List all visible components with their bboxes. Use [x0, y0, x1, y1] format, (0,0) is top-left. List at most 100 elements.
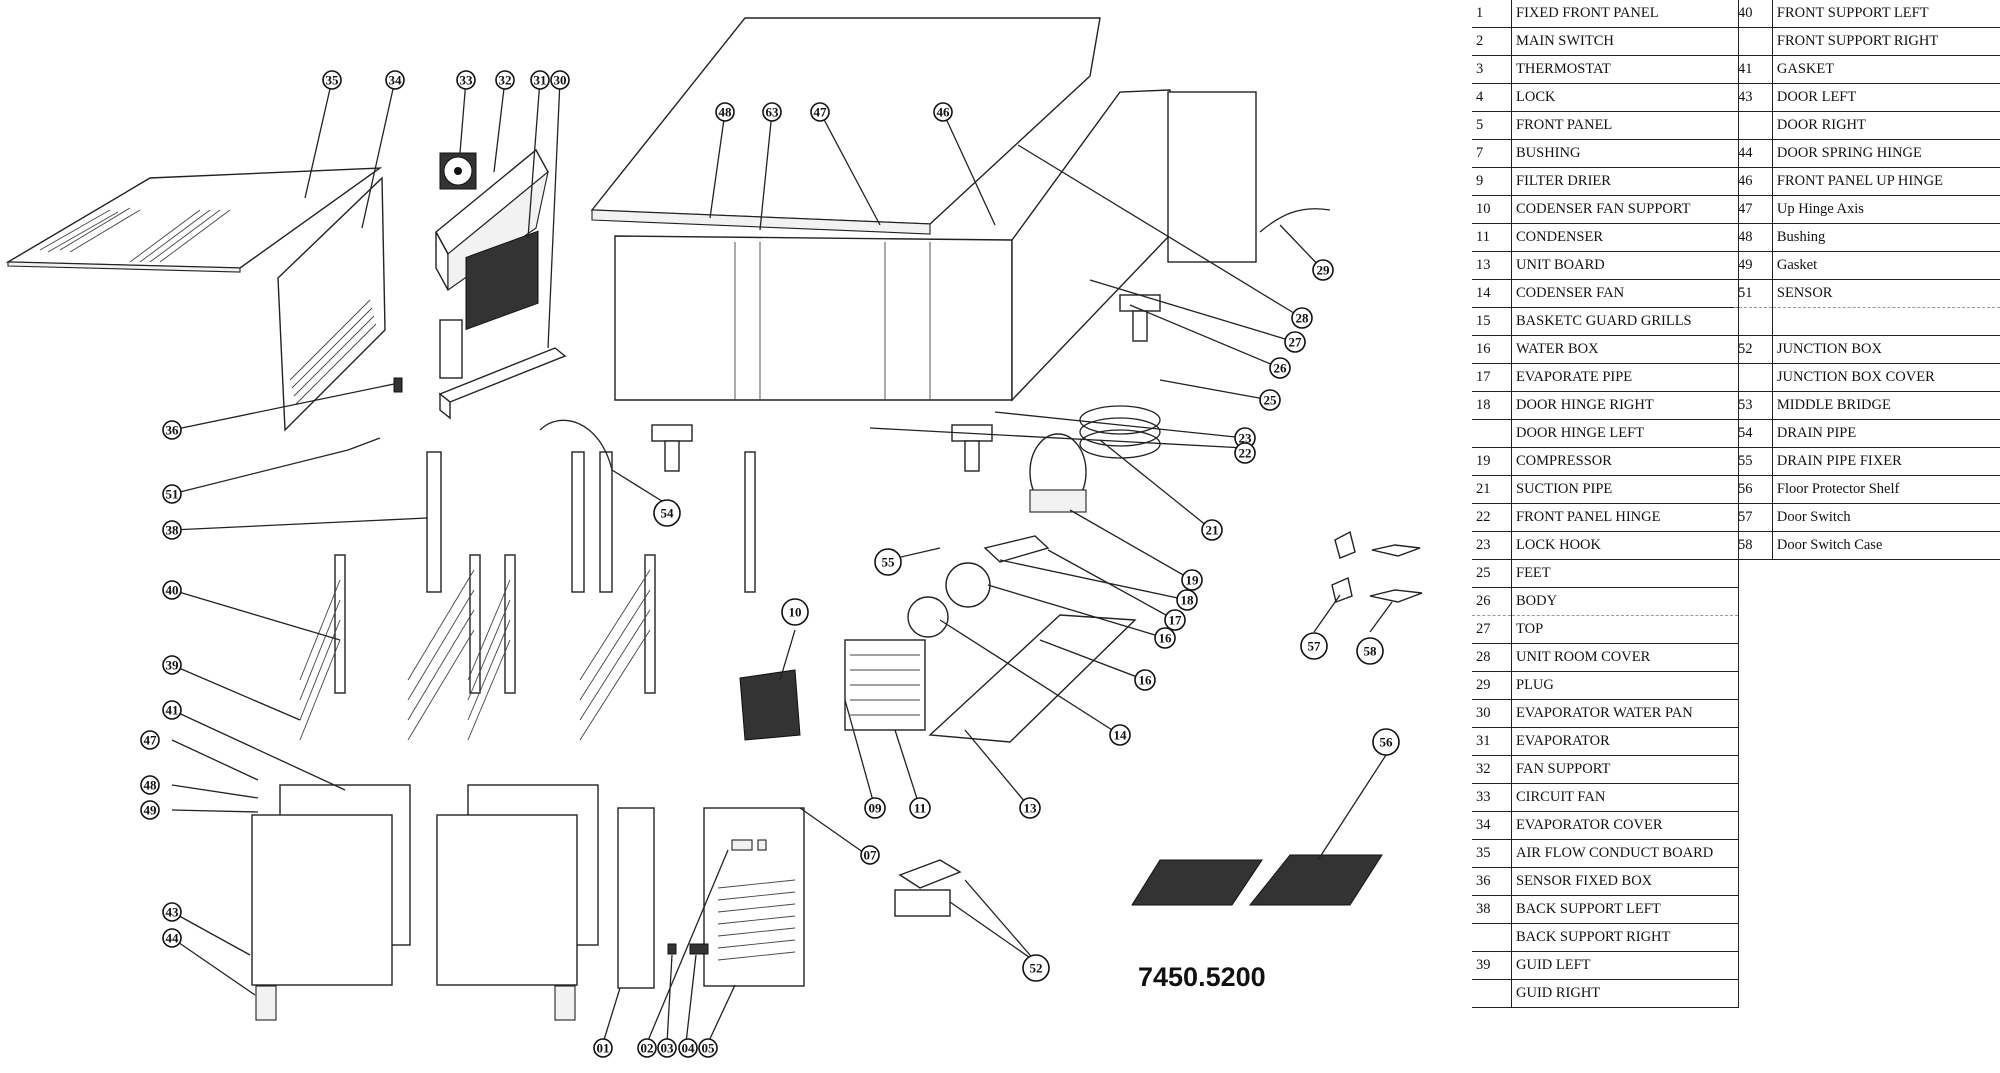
leader-lines: [171, 79, 1393, 1044]
part-name: BODY: [1511, 587, 1739, 616]
callout-label: 51: [166, 487, 179, 502]
callout: 18: [1176, 589, 1198, 611]
front-panel-grill: [703, 807, 805, 987]
part-name: SENSOR FIXED BOX: [1511, 867, 1739, 896]
callout: 04: [678, 1038, 698, 1058]
callout: 16: [1134, 669, 1156, 691]
part-number: 25: [1472, 559, 1512, 588]
callout: 07: [860, 845, 880, 865]
part-callouts: 35 34 33 32 31 30 48 63 47 46 29 28 27 2…: [140, 70, 1400, 1058]
part-number: 15: [1472, 307, 1512, 336]
part-number: 43: [1734, 83, 1773, 112]
callout: 22: [1234, 442, 1256, 464]
part-number: 10: [1472, 195, 1512, 224]
callout: 01: [593, 1038, 613, 1058]
callout: 30: [550, 70, 570, 90]
part-name: CIRCUIT FAN: [1511, 783, 1739, 812]
part-name: MAIN SWITCH: [1511, 27, 1739, 56]
callout-label: 18: [1181, 593, 1195, 608]
callout: 26: [1269, 357, 1291, 379]
part-number: 1: [1472, 0, 1512, 28]
callout: 02: [637, 1038, 657, 1058]
callout-label: 16: [1139, 673, 1153, 688]
callout: 21: [1201, 519, 1223, 541]
callout-label: 25: [1264, 393, 1278, 408]
water-box: [983, 535, 1050, 563]
callout: 31: [530, 70, 550, 90]
floor-protector-shelves: [1131, 854, 1383, 906]
parts-table-row: GUID RIGHT: [1472, 979, 1739, 1008]
callout: 52: [1022, 954, 1050, 982]
part-name: DOOR HINGE LEFT: [1511, 419, 1739, 448]
callout: 35: [322, 70, 342, 90]
part-number: [1472, 979, 1512, 1008]
part-number: 41: [1734, 55, 1773, 84]
part-name: GUID RIGHT: [1511, 979, 1739, 1008]
callout-label: 11: [914, 801, 926, 816]
callout: 29: [1312, 259, 1334, 281]
callout-label: 16: [1159, 631, 1173, 646]
callout: 40: [162, 580, 182, 600]
part-name: GUID LEFT: [1511, 951, 1739, 980]
part-name: BUSHING: [1511, 139, 1739, 168]
part-name: PLUG: [1511, 671, 1739, 700]
part-number: 30: [1472, 699, 1512, 728]
part-name: AIR FLOW CONDUCT BOARD: [1511, 839, 1739, 868]
callout-label: 43: [166, 905, 180, 920]
part-name: DRAIN PIPE: [1772, 419, 2000, 448]
plug-cord: [1259, 208, 1331, 233]
callout-label: 46: [937, 105, 951, 120]
callout-label: 57: [1308, 639, 1322, 654]
callout-label: 34: [389, 73, 403, 88]
callout: 48: [140, 775, 160, 795]
callout: 41: [162, 700, 182, 720]
part-name: FILTER DRIER: [1511, 167, 1739, 196]
part-name: [1772, 307, 2000, 336]
callout-label: 55: [882, 555, 896, 570]
callout: 47: [810, 102, 830, 122]
part-name: SENSOR: [1772, 279, 2000, 308]
part-number: 28: [1472, 643, 1512, 672]
circuit-fan-part: [439, 152, 477, 190]
callout-label: 48: [719, 105, 733, 120]
part-name: DOOR SPRING HINGE: [1772, 139, 2000, 168]
callout: 14: [1109, 724, 1131, 746]
callout: 44: [162, 928, 182, 948]
part-number: 5: [1472, 111, 1512, 140]
callout: 57: [1300, 632, 1328, 660]
part-name: FIXED FRONT PANEL: [1511, 0, 1739, 28]
callout-label: 01: [597, 1041, 610, 1056]
part-number: 4: [1472, 83, 1512, 112]
part-name: WATER BOX: [1511, 335, 1739, 364]
callout-label: 56: [1380, 735, 1394, 750]
guide-rails: [299, 554, 656, 741]
part-number: [1734, 363, 1773, 392]
callout-label: 38: [166, 523, 180, 538]
part-name: EVAPORATOR WATER PAN: [1511, 699, 1739, 728]
part-number: 32: [1472, 755, 1512, 784]
part-number: 54: [1734, 419, 1773, 448]
part-name: DOOR LEFT: [1772, 83, 2000, 112]
part-number: [1734, 111, 1773, 140]
part-number: 23: [1472, 531, 1512, 560]
callout: 51: [162, 484, 182, 504]
callout-label: 22: [1239, 446, 1252, 461]
part-number: 21: [1472, 475, 1512, 504]
part-number: 55: [1734, 447, 1773, 476]
part-name: TOP: [1511, 615, 1739, 644]
callout: 36: [162, 420, 182, 440]
